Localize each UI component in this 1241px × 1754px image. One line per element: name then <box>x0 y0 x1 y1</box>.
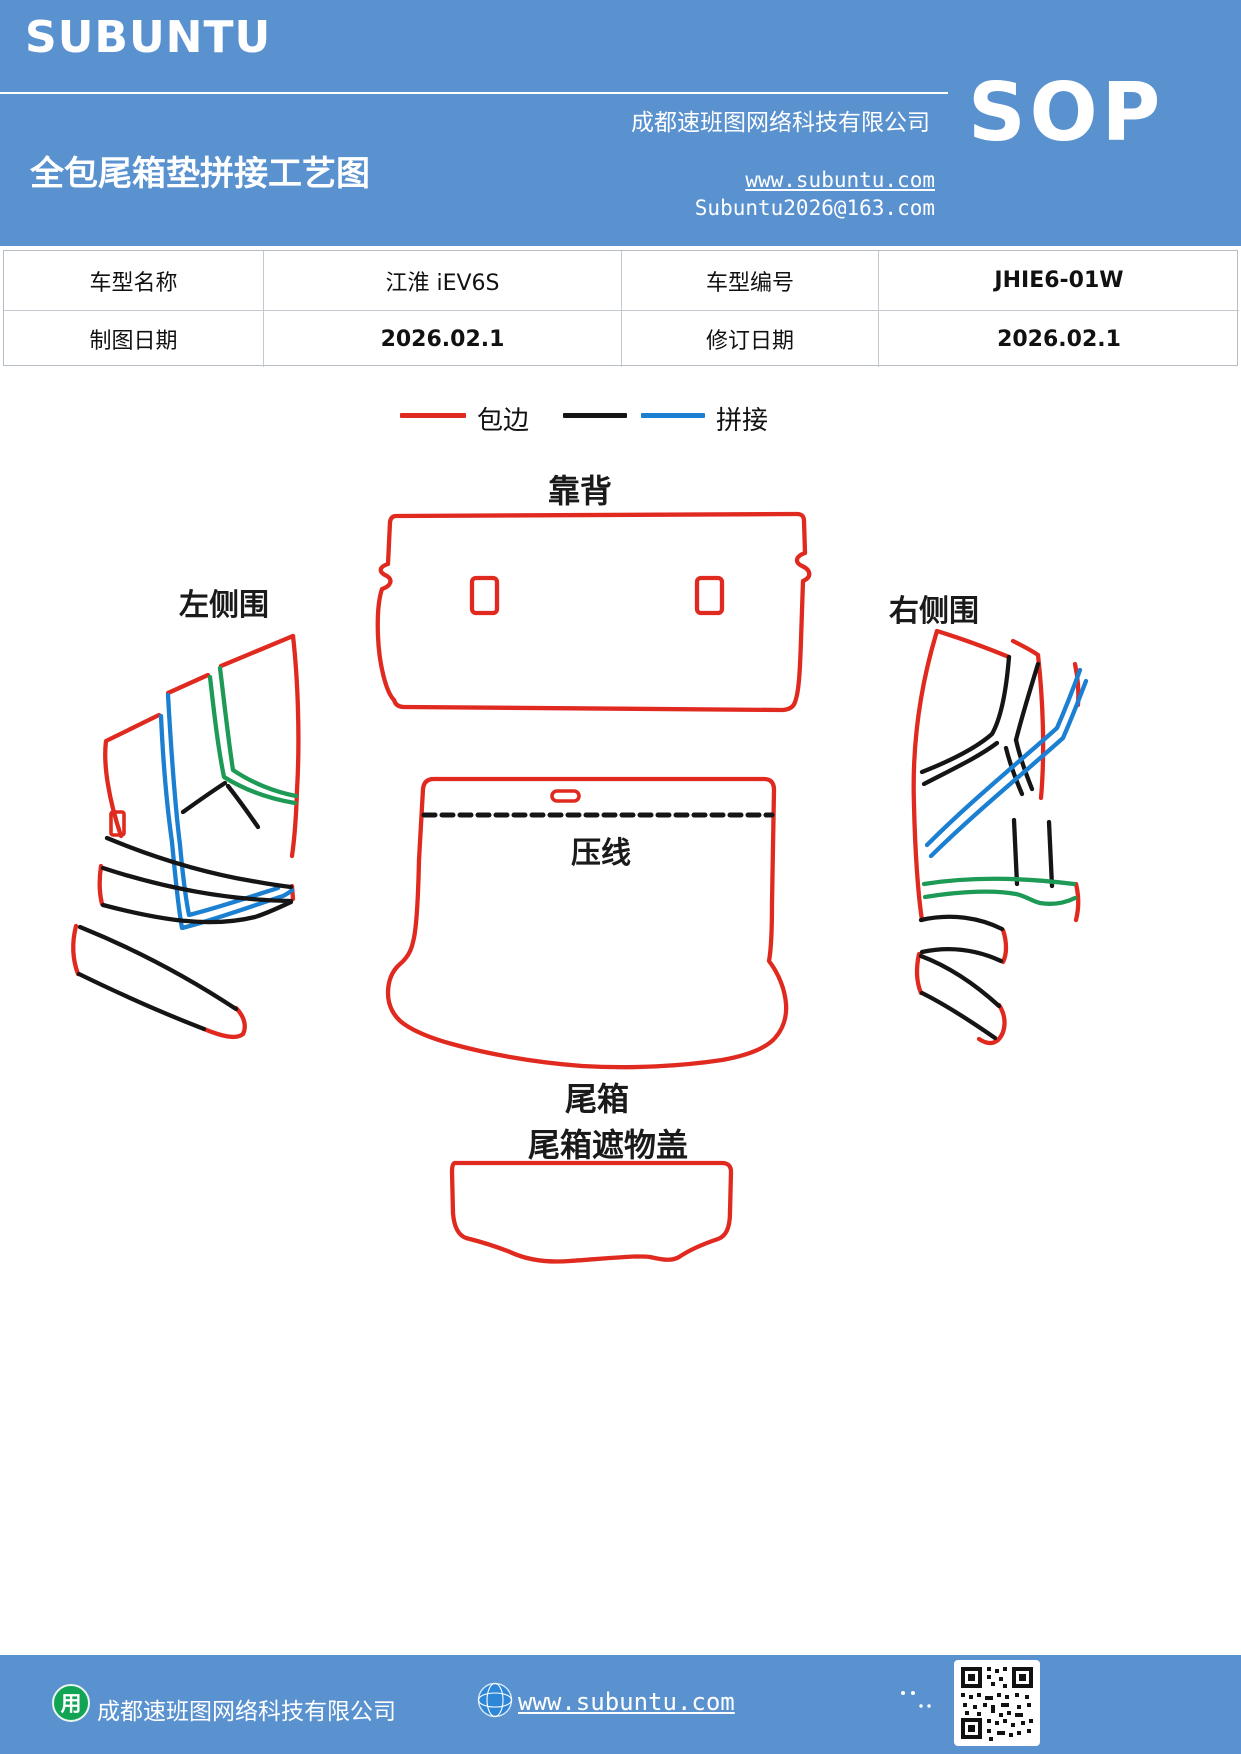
label-backrest: 靠背 <box>547 472 612 510</box>
label-crease: 压线 <box>571 836 631 871</box>
header-company-name: 成都速班图网络科技有限公司 <box>631 110 930 136</box>
legend-splice-label: 拼接 <box>716 406 769 436</box>
header-website-link[interactable]: www.subuntu.com <box>745 168 935 192</box>
legend-splice-blue-swatch <box>641 413 705 418</box>
header-banner: SUBUNTU 全包尾箱垫拼接工艺图 成都速班图网络科技有限公司 SOP www… <box>0 0 1241 246</box>
qr-code <box>954 1660 1040 1746</box>
sop-badge: SOP <box>968 66 1165 159</box>
table-cell-revision-date-value: 2026.02.1 <box>997 326 1121 352</box>
wechat-icon <box>901 1691 931 1708</box>
table-cell-model-name-label: 车型名称 <box>4 251 264 311</box>
globe-icon <box>477 1682 513 1718</box>
header-divider-line <box>0 92 948 94</box>
trunk-outline <box>385 776 789 1070</box>
table-cell-model-code-value: JHIE6-01W <box>879 251 1239 311</box>
table-cell-draw-date-label: 制图日期 <box>4 311 264 367</box>
company-logo-glyph: 用 <box>60 1692 82 1716</box>
company-logo-icon: 用 <box>52 1684 90 1722</box>
backrest-outline <box>375 511 812 713</box>
label-trunk-cover: 尾箱遮物盖 <box>527 1126 688 1164</box>
table-cell-model-name-value: 江淮 iEV6S <box>264 251 622 311</box>
label-right-side: 右侧围 <box>889 594 979 629</box>
table-cell-draw-date-value: 2026.02.1 <box>264 311 622 367</box>
legend-binding-label: 包边 <box>477 406 530 436</box>
headrest-slot-left <box>469 575 500 616</box>
table-cell-revision-date-label: 修订日期 <box>622 311 879 367</box>
vehicle-info-table: 车型名称 江淮 iEV6S 车型编号 JHIE6-01W 制图日期 2026.0… <box>3 250 1239 367</box>
label-trunk: 尾箱 <box>564 1080 629 1118</box>
page-title: 全包尾箱垫拼接工艺图 <box>30 154 370 194</box>
label-left-side: 左侧围 <box>179 588 269 623</box>
trunk-cover-outline <box>449 1160 734 1264</box>
left-side-pieces <box>71 633 301 1040</box>
right-side-pieces <box>911 628 1089 1046</box>
legend-splice-black-swatch <box>563 413 627 418</box>
footer-website-link[interactable]: www.subuntu.com <box>518 1688 735 1716</box>
header-email: Subuntu2026@163.com <box>694 196 935 220</box>
trunk-handle-slot <box>550 789 581 803</box>
footer-company-name: 成都速班图网络科技有限公司 <box>97 1699 396 1725</box>
headrest-slot-right <box>694 575 725 616</box>
brand-logo: SUBUNTU <box>25 12 272 63</box>
legend-binding-swatch <box>400 413 466 418</box>
table-cell-model-code-label: 车型编号 <box>622 251 879 311</box>
